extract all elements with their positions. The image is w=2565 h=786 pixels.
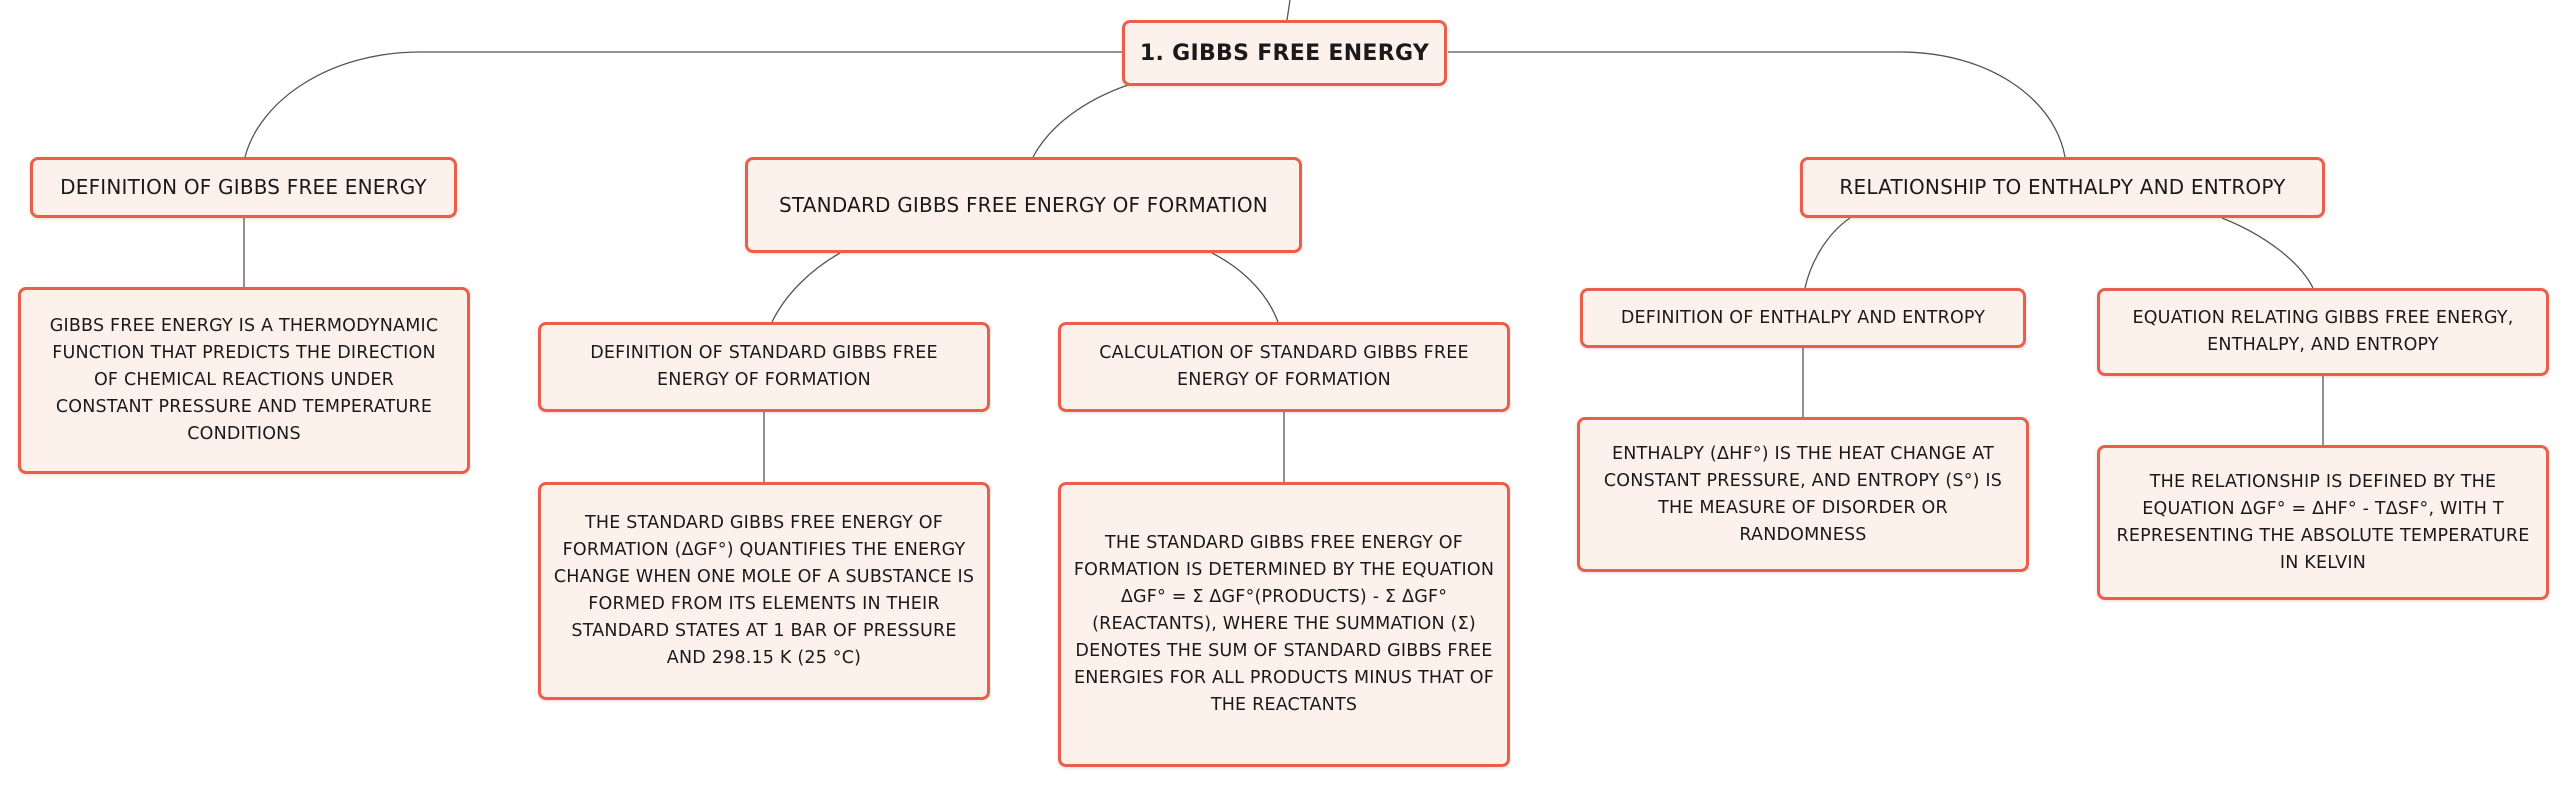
- standard-calculation-label: CALCULATION OF STANDARD GIBBS FREE ENERG…: [1099, 343, 1469, 390]
- node-definition-detail[interactable]: GIBBS FREE ENERGY IS A THERMODYNAMIC FUN…: [18, 287, 470, 474]
- standard-calculation-detail-text: THE STANDARD GIBBS FREE ENERGY OF FORMAT…: [1073, 533, 1495, 715]
- enthalpy-entropy-definition-label: DEFINITION OF ENTHALPY AND ENTROPY: [1620, 307, 1986, 328]
- node-standard-definition[interactable]: DEFINITION OF STANDARD GIBBS FREE ENERGY…: [538, 322, 990, 412]
- definition-label: DEFINITION OF GIBBS FREE ENERGY: [60, 175, 427, 199]
- node-standard-calculation[interactable]: CALCULATION OF STANDARD GIBBS FREE ENERG…: [1058, 322, 1510, 412]
- node-enthalpy-entropy-definition[interactable]: DEFINITION OF ENTHALPY AND ENTROPY: [1580, 288, 2026, 348]
- link-root-standard: [1032, 84, 1129, 158]
- link-standard-calc: [1211, 252, 1279, 323]
- node-relationship[interactable]: RELATIONSHIP TO ENTHALPY AND ENTROPY: [1800, 157, 2325, 218]
- standard-definition-label: DEFINITION OF STANDARD GIBBS FREE ENERGY…: [590, 343, 938, 390]
- link-root-definition: [244, 51, 1123, 158]
- node-enthalpy-entropy-detail[interactable]: ENTHALPY (ΔHF°) IS THE HEAT CHANGE AT CO…: [1577, 417, 2029, 572]
- standard-formation-label: STANDARD GIBBS FREE ENERGY OF FORMATION: [779, 192, 1268, 217]
- node-standard-formation[interactable]: STANDARD GIBBS FREE ENERGY OF FORMATION: [745, 157, 1302, 253]
- node-equation-detail[interactable]: THE RELATIONSHIP IS DEFINED BY THE EQUAT…: [2097, 445, 2549, 600]
- link-standard-def: [771, 252, 841, 323]
- node-definition-of-gibbs[interactable]: DEFINITION OF GIBBS FREE ENERGY: [30, 157, 457, 218]
- link-rel-eq: [2221, 217, 2314, 289]
- standard-definition-detail-text: THE STANDARD GIBBS FREE ENERGY OF FORMAT…: [553, 513, 975, 668]
- link-rel-def: [1804, 217, 1851, 289]
- relationship-label: RELATIONSHIP TO ENTHALPY AND ENTROPY: [1839, 175, 2286, 199]
- equation-relating-label: EQUATION RELATING GIBBS FREE ENERGY, ENT…: [2132, 308, 2514, 355]
- enthalpy-entropy-detail-text: ENTHALPY (ΔHF°) IS THE HEAT CHANGE AT CO…: [1603, 443, 2003, 545]
- definition-detail-text: GIBBS FREE ENERGY IS A THERMODYNAMIC FUN…: [49, 316, 439, 444]
- link-root-relationship: [1448, 51, 2066, 158]
- link-parent-root: [1286, 0, 1291, 21]
- equation-detail-text: THE RELATIONSHIP IS DEFINED BY THE EQUAT…: [2116, 471, 2530, 573]
- node-equation-relating[interactable]: EQUATION RELATING GIBBS FREE ENERGY, ENT…: [2097, 288, 2549, 376]
- root-node[interactable]: 1. GIBBS FREE ENERGY: [1122, 20, 1447, 86]
- node-standard-definition-detail[interactable]: THE STANDARD GIBBS FREE ENERGY OF FORMAT…: [538, 482, 990, 700]
- node-standard-calculation-detail[interactable]: THE STANDARD GIBBS FREE ENERGY OF FORMAT…: [1058, 482, 1510, 767]
- root-label: 1. GIBBS FREE ENERGY: [1139, 40, 1430, 66]
